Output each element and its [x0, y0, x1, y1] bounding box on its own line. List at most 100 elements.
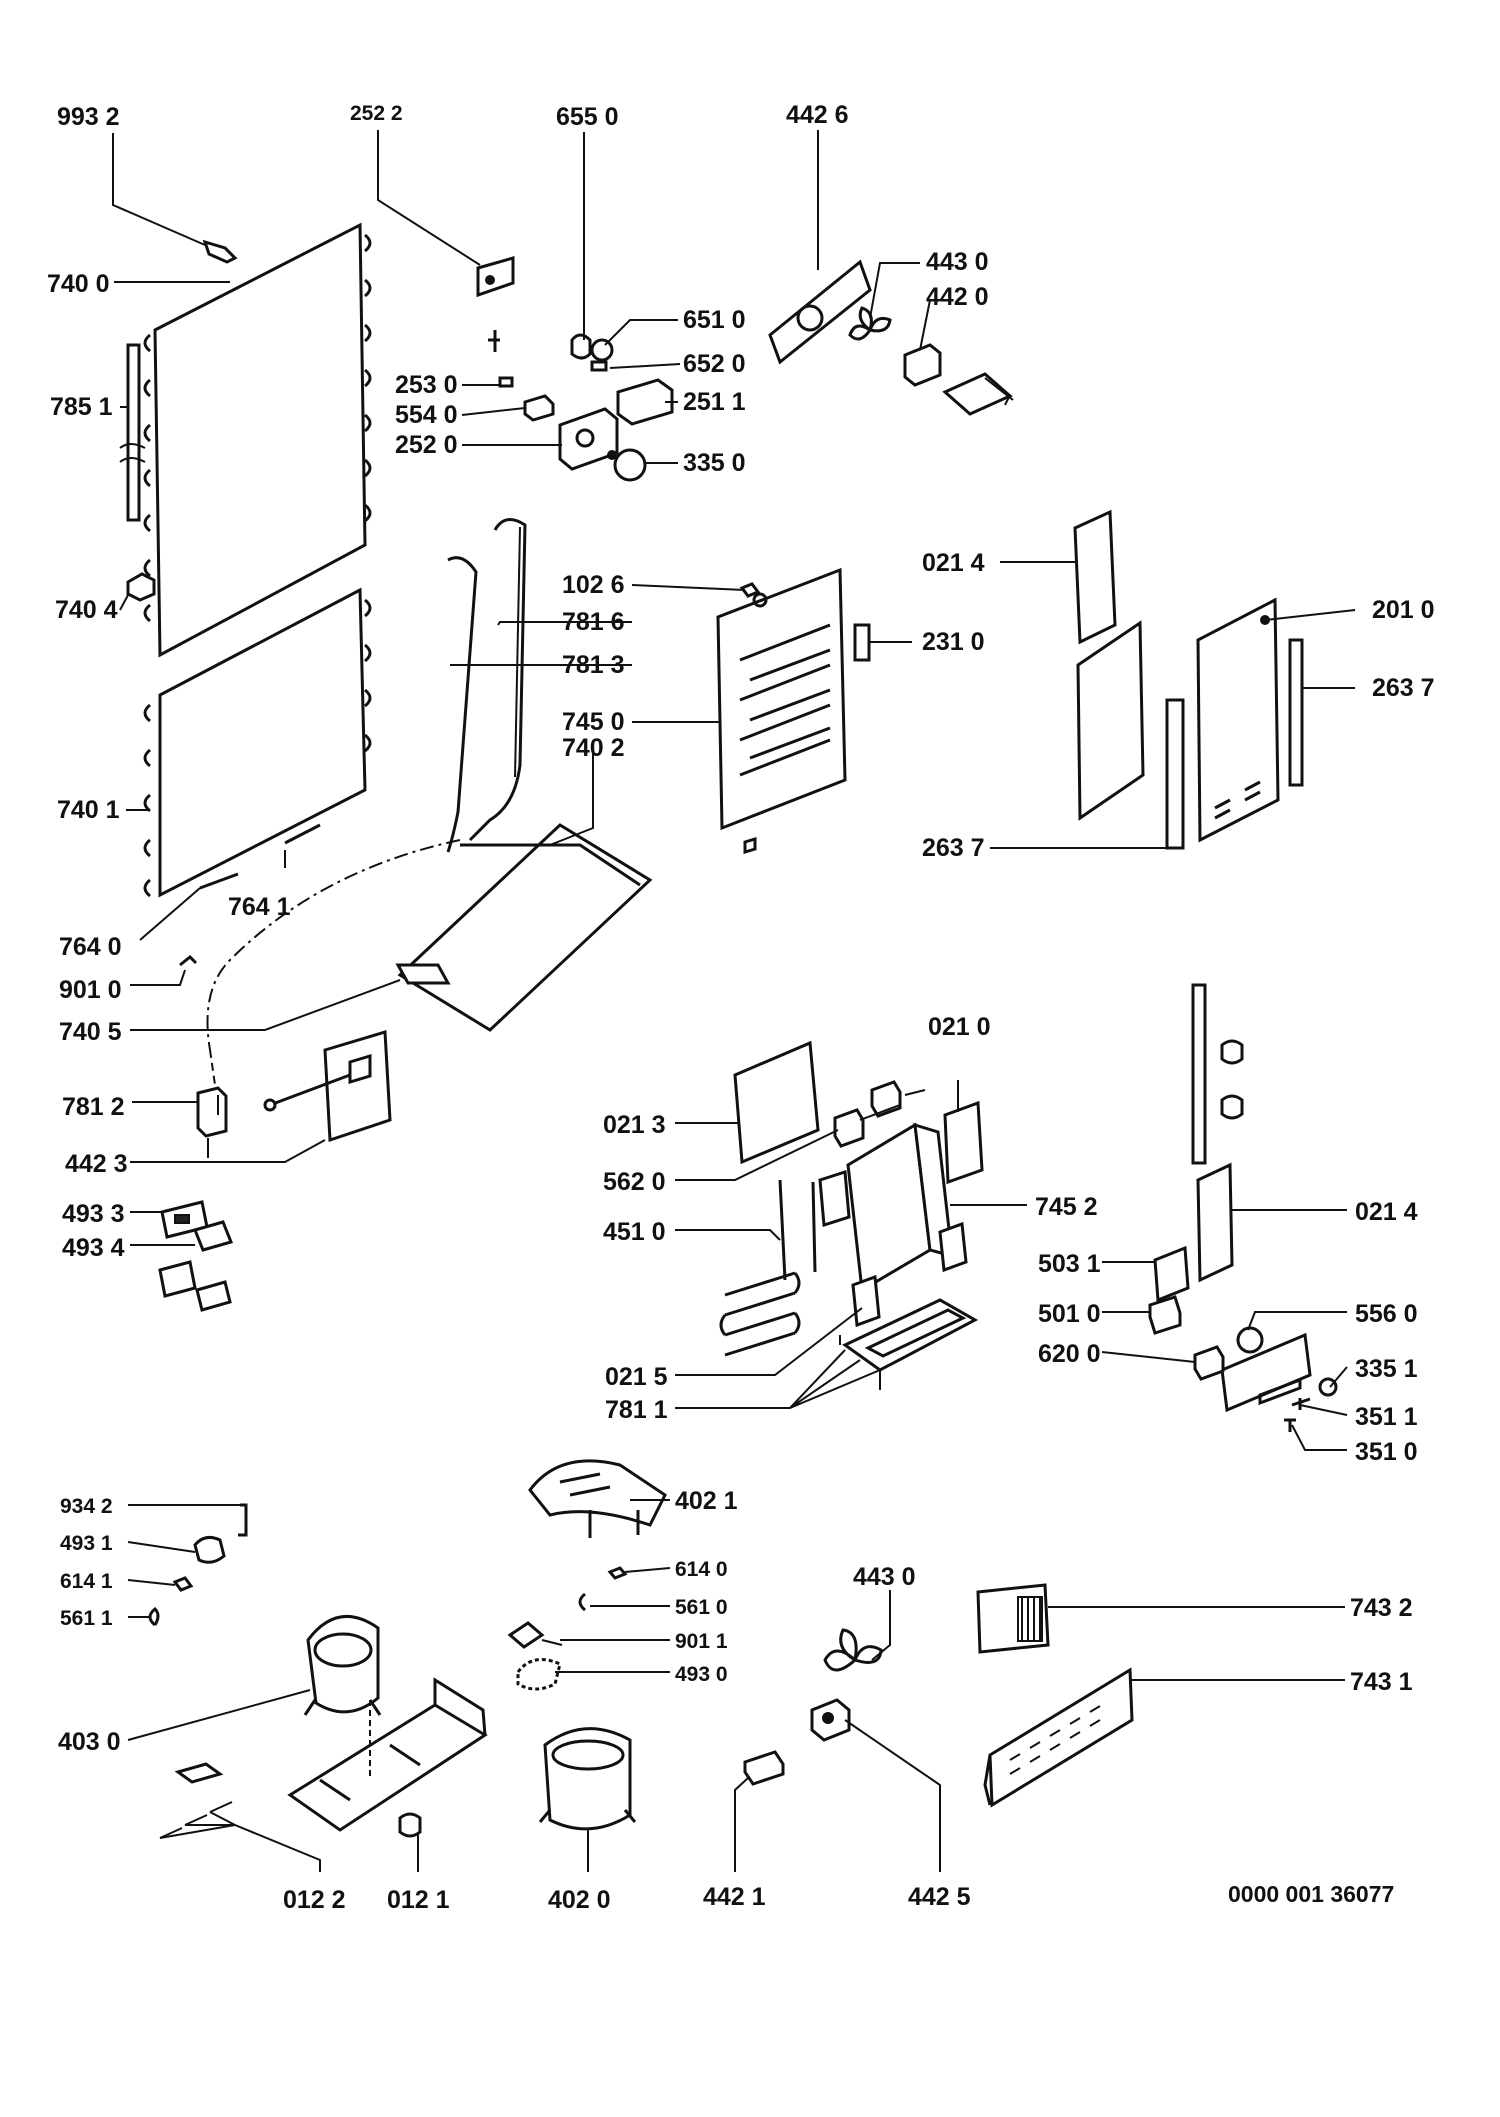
part-493-0-cover	[516, 1658, 562, 1691]
part-554-0-switch	[523, 394, 555, 422]
label-351-1: 351 1	[1355, 1403, 1418, 1431]
part-442-3-heater-plate	[263, 1030, 392, 1143]
part-102-6-screw	[739, 582, 761, 598]
label-740-4: 740 4	[55, 596, 118, 624]
part-740-0-condenser-upper	[143, 222, 372, 658]
label-021-5: 021 5	[605, 1363, 668, 1391]
part-252-2-bracket	[476, 256, 515, 298]
part-901-1-relay	[507, 1621, 563, 1649]
label-993-2: 993 2	[57, 103, 120, 131]
part-451-0-heater	[719, 1179, 817, 1357]
label-745-0: 745 0	[562, 708, 625, 736]
label-561-0: 561 0	[675, 1596, 728, 1619]
label-231-0: 231 0	[922, 628, 985, 656]
part-021-0-pad	[943, 1100, 984, 1185]
part-251-1-cover	[616, 378, 674, 426]
label-493-4: 493 4	[62, 1234, 125, 1262]
label-764-1: 764 1	[228, 893, 291, 921]
label-253-0: 253 0	[395, 371, 458, 399]
part-panel-white	[1076, 620, 1145, 821]
part-012-2-fixing-kit	[159, 1762, 233, 1839]
label-652-0: 652 0	[683, 350, 746, 378]
drawing-code: 0000 001 36077	[1228, 1881, 1394, 1907]
part-993-2	[202, 239, 238, 264]
label-442-0: 442 0	[926, 283, 989, 311]
part-rail-right	[1191, 983, 1244, 1165]
label-781-1: 781 1	[605, 1396, 668, 1424]
part-501-0-plug	[1148, 1295, 1182, 1335]
label-402-0: 402 0	[548, 1886, 611, 1914]
label-493-3: 493 3	[62, 1200, 125, 1228]
label-934-2: 934 2	[60, 1495, 113, 1518]
label-562-0: 562 0	[603, 1168, 666, 1196]
label-442-6: 442 6	[786, 101, 849, 129]
part-335-0-knob	[607, 448, 647, 482]
label-785-1: 785 1	[50, 393, 113, 421]
label-021-4-mid: 021 4	[1355, 1198, 1418, 1226]
label-503-1: 503 1	[1038, 1250, 1101, 1278]
label-263-7-right: 263 7	[1372, 674, 1435, 702]
label-493-0: 493 0	[675, 1663, 728, 1686]
part-655-0-lamp-holder	[570, 333, 592, 360]
label-443-0-bottom: 443 0	[853, 1563, 916, 1591]
part-253-0-screw	[488, 330, 514, 388]
part-base-plate	[287, 1677, 488, 1832]
label-781-2: 781 2	[62, 1093, 125, 1121]
part-620-0-control-board	[1193, 1326, 1338, 1413]
label-655-0: 655 0	[556, 103, 619, 131]
part-021-3-insulation	[733, 1040, 820, 1165]
part-443-0-fan-bottom	[823, 1628, 883, 1672]
part-561-0-clip	[578, 1592, 586, 1612]
label-743-2: 743 2	[1350, 1594, 1413, 1622]
label-403-0: 403 0	[58, 1728, 121, 1756]
label-263-7-bottom: 263 7	[922, 834, 985, 862]
part-402-1-compressor-cover	[528, 1459, 667, 1538]
label-501-0: 501 0	[1038, 1300, 1101, 1328]
part-764-0-clip	[199, 872, 239, 890]
label-740-0: 740 0	[47, 270, 110, 298]
label-201-0: 201 0	[1372, 596, 1435, 624]
part-901-0-clip	[179, 954, 198, 967]
part-740-5-bracket	[395, 963, 451, 985]
part-740-1-condenser-lower	[143, 587, 372, 898]
part-252-0-thermostat	[558, 407, 619, 471]
part-503-1-pad	[1153, 1245, 1190, 1303]
label-442-5: 442 5	[908, 1883, 971, 1911]
part-351-1-screw	[1291, 1397, 1311, 1410]
part-781-2-drier	[196, 1086, 228, 1158]
part-493-1-cap	[193, 1535, 226, 1564]
part-934-2-wire	[238, 1503, 248, 1537]
label-764-0: 764 0	[59, 933, 122, 961]
part-403-0-compressor	[303, 1614, 382, 1716]
label-743-1: 743 1	[1350, 1668, 1413, 1696]
part-493-4-cover	[158, 1220, 234, 1312]
label-901-1: 901 1	[675, 1630, 728, 1653]
label-012-2: 012 2	[283, 1886, 346, 1914]
label-442-3: 442 3	[65, 1150, 128, 1178]
label-781-3: 781 3	[562, 651, 625, 679]
label-335-0: 335 0	[683, 449, 746, 477]
part-201-0-rear-panel	[1196, 597, 1280, 843]
label-554-0: 554 0	[395, 401, 458, 429]
part-781-3-pipe	[446, 556, 478, 853]
part-652-0-part	[590, 360, 608, 372]
part-351-0-screw	[1284, 1418, 1296, 1432]
part-561-1-clip	[148, 1606, 160, 1627]
label-614-0: 614 0	[675, 1558, 728, 1581]
label-561-1: 561 1	[60, 1607, 113, 1630]
part-781-1-drain-tray	[839, 1298, 979, 1390]
part-021-4-insulation-top	[1073, 509, 1117, 645]
part-743-1-bottom-grille	[983, 1667, 1134, 1808]
label-556-0: 556 0	[1355, 1300, 1418, 1328]
part-402-0-compressor	[538, 1727, 637, 1831]
part-012-1-grommet	[398, 1812, 422, 1838]
part-021-4-insulation-mid	[1196, 1162, 1234, 1283]
part-231-0-hinge	[853, 623, 871, 662]
part-745-0-evaporator-panel	[716, 567, 847, 855]
label-251-1: 251 1	[683, 388, 746, 416]
part-743-2-grille	[976, 1583, 1050, 1654]
part-442-1-bracket	[743, 1750, 785, 1786]
label-614-1: 614 1	[60, 1570, 113, 1593]
label-781-6: 781 6	[562, 608, 625, 636]
